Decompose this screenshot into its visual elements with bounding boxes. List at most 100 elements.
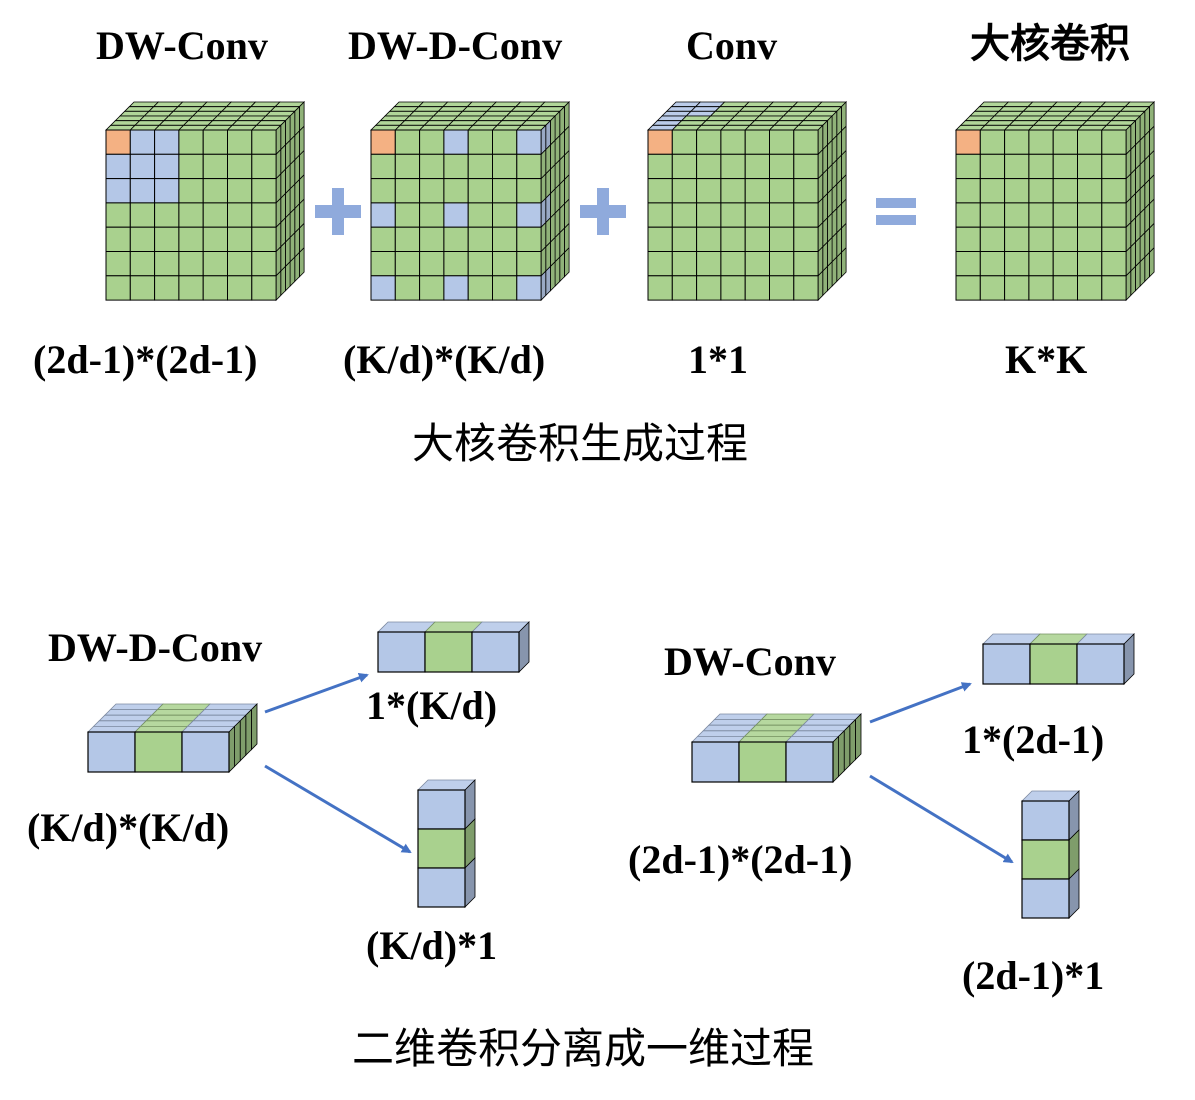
cube-front-cell xyxy=(1101,153,1127,180)
cube-front-cell xyxy=(744,275,771,301)
cube-side-cell xyxy=(1139,256,1146,288)
cube-front-cell xyxy=(1004,129,1030,155)
cube-front-cell xyxy=(1004,178,1030,204)
cube-side-cell xyxy=(1135,260,1141,292)
cube-front-cell xyxy=(467,251,494,277)
cube-front-cell xyxy=(419,153,445,180)
cube-front-cell xyxy=(647,251,673,277)
block-top-face xyxy=(156,703,211,710)
cube-side-cell xyxy=(1130,265,1136,297)
block-top-face xyxy=(87,726,142,733)
cube-front-cell xyxy=(129,129,156,155)
cube-front-cell xyxy=(370,275,396,301)
cube-front-cell xyxy=(419,178,445,204)
cube-front-cell xyxy=(793,129,819,155)
cube-front-cell xyxy=(105,226,131,252)
block-side-face xyxy=(234,719,241,768)
cube-front-cell xyxy=(1004,275,1030,301)
cube-front-cell xyxy=(1028,251,1054,277)
cube-front-cell xyxy=(154,275,180,301)
cube-front-cell xyxy=(1077,275,1103,301)
cube-front-cell xyxy=(105,202,131,228)
cube-front-cell xyxy=(370,129,396,155)
cube-front-cell xyxy=(671,153,698,180)
cube-front-cell xyxy=(1077,202,1103,228)
block-top-face xyxy=(801,719,857,726)
cube-front-cell xyxy=(744,251,771,277)
cube-front-cell xyxy=(492,251,518,277)
cube-front-cell xyxy=(1077,153,1103,180)
title-dwdconv: DW-D-Conv xyxy=(348,23,563,68)
block-top-face xyxy=(92,720,148,727)
block-top-face xyxy=(186,720,242,727)
cube-front-cell xyxy=(178,226,204,252)
cube-front-cell xyxy=(955,178,981,204)
cube-front-cell xyxy=(129,178,156,204)
dim-dwconv: (2d-1)*(2d-1) xyxy=(33,337,258,382)
dwconv-kernel-cube xyxy=(105,101,306,302)
cube-front-cell xyxy=(1077,251,1103,277)
block-top-face xyxy=(134,726,189,733)
cube-front-cell xyxy=(202,202,228,228)
cube-front-cell xyxy=(720,202,746,228)
cube-front-cell xyxy=(647,275,673,301)
block-top-face xyxy=(98,714,153,722)
cube-front-cell xyxy=(154,178,180,204)
cube-front-cell xyxy=(1052,251,1078,277)
cube-front-cell xyxy=(516,251,542,277)
block-top-face xyxy=(707,719,763,726)
cube-front-cell xyxy=(443,226,469,252)
cube-front-cell xyxy=(370,153,396,180)
title-conv: Conv xyxy=(686,23,778,68)
cube-front-cell xyxy=(443,153,469,180)
cube-front-cell xyxy=(394,129,421,155)
cube-front-cell xyxy=(370,251,396,277)
cube-front-cell xyxy=(394,178,421,204)
cube-front-cell xyxy=(1077,226,1103,252)
cube-front-cell xyxy=(696,178,722,204)
cube-front-cell xyxy=(492,275,518,301)
block-top-face xyxy=(749,724,804,732)
cube-front-cell xyxy=(178,202,204,228)
title-large-kernel: 大核卷积 xyxy=(970,21,1130,67)
cube-front-cell xyxy=(154,129,180,155)
cube-front-cell xyxy=(443,129,469,155)
cube-front-cell xyxy=(419,202,445,228)
cube-front-cell xyxy=(744,202,771,228)
bottom-right-title: DW-Conv xyxy=(664,639,836,684)
cube-front-cell xyxy=(1028,129,1054,155)
block-side-face xyxy=(239,714,247,762)
cube-front-cell xyxy=(720,129,746,155)
bottom-left-col-dim: (K/d)*1 xyxy=(366,923,498,968)
block-side-face xyxy=(849,718,856,767)
caption-large-kernel-generation: 大核卷积生成过程 xyxy=(412,419,749,468)
dim-large-kernel: K*K xyxy=(1005,337,1088,382)
block-side-face xyxy=(855,713,862,761)
cube-front-cell xyxy=(227,129,253,155)
equals-operator xyxy=(876,198,916,225)
cube-front-cell xyxy=(1052,129,1078,155)
bottom-right-row-dim: 1*(2d-1) xyxy=(962,717,1105,762)
cube-front-cell xyxy=(955,129,981,155)
cube-side-cell xyxy=(285,260,291,292)
cube-front-cell xyxy=(227,153,253,180)
cube-front-cell xyxy=(419,226,445,252)
block-front-face xyxy=(181,731,230,773)
cube-front-cell xyxy=(516,153,542,180)
cube-front-cell xyxy=(251,275,277,301)
block-front-face xyxy=(1021,839,1070,880)
cube-front-cell xyxy=(1101,275,1127,301)
cube-front-cell xyxy=(492,153,518,180)
plus-operator-2 xyxy=(580,188,626,235)
cube-front-cell xyxy=(1004,251,1030,277)
cube-front-cell xyxy=(394,153,421,180)
cube-front-cell xyxy=(744,129,771,155)
cube-side-cell xyxy=(299,246,305,278)
cube-front-cell xyxy=(370,202,396,228)
cube-front-cell xyxy=(1101,226,1127,252)
block-top-face xyxy=(150,709,206,716)
cube-side-cell xyxy=(827,260,833,292)
cube-front-cell xyxy=(105,251,131,277)
cube-front-cell xyxy=(178,153,204,180)
